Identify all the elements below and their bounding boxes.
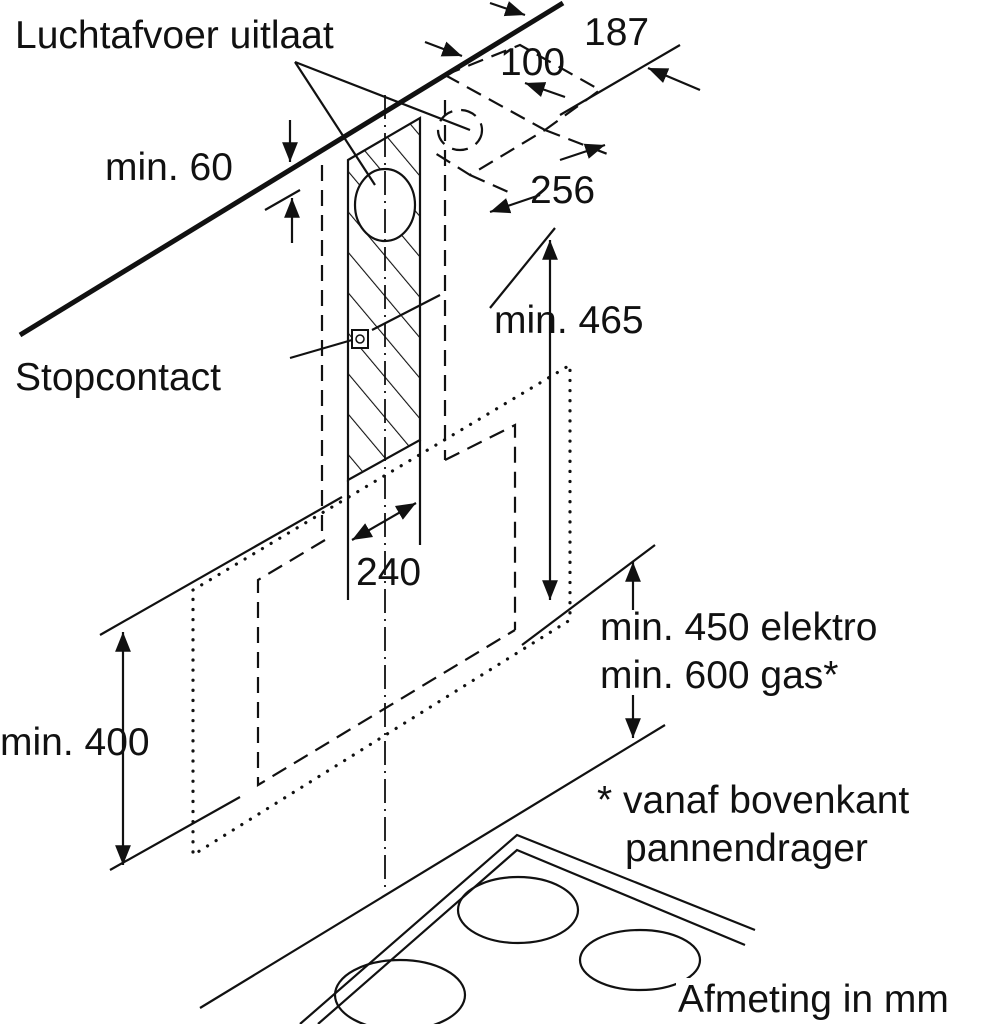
burner (578, 928, 702, 992)
dimension-arrows (115, 1, 701, 865)
label-dim-240: 240 (356, 551, 421, 594)
label-min-400: min. 400 (0, 721, 150, 764)
label-air-outlet: Luchtafvoer uitlaat (15, 14, 334, 57)
chimney-inner-dashed (444, 423, 517, 630)
label-min-465: min. 465 (494, 299, 644, 342)
label-min-600-gas: min. 600 gas* (600, 654, 838, 697)
label-dim-256: 256 (530, 169, 595, 212)
socket-icon (351, 329, 369, 349)
footnote-line-2: pannendrager (625, 827, 868, 870)
label-min-450-electric: min. 450 elektro (600, 606, 877, 649)
wall-edge-line (18, 0, 565, 338)
hood-inner-dashed (256, 539, 516, 787)
label-min-60: min. 60 (105, 146, 233, 189)
hood-outline-dotted (191, 362, 572, 858)
cooktop (299, 833, 756, 1024)
burner (456, 875, 580, 945)
air-outlet-box (429, 43, 681, 197)
label-socket: Stopcontact (15, 356, 221, 399)
units-note: Afmeting in mm (678, 978, 949, 1021)
hatched-mounting-area (346, 116, 422, 482)
label-dim-100: 100 (500, 41, 565, 84)
footnote-line-1: * vanaf bovenkant (597, 779, 909, 822)
burner (333, 958, 467, 1024)
label-dim-187: 187 (584, 11, 649, 54)
